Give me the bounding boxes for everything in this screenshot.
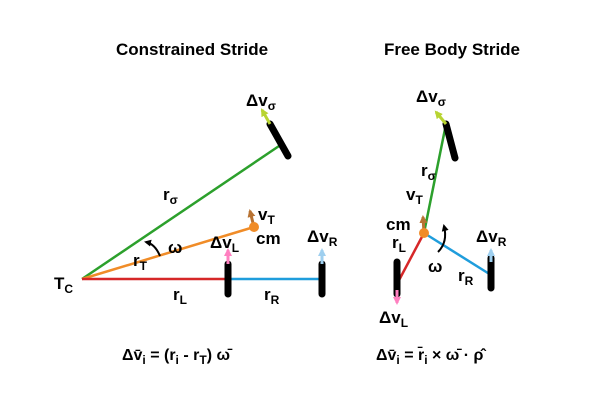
r-sigma-label: rσ	[421, 161, 436, 183]
free-body-stride-title: Free Body Stride	[384, 40, 520, 59]
free-body-equation: Δv̄i = r̄i × ω̄ · ρ̂	[376, 345, 486, 367]
cm-label: cm	[256, 229, 281, 248]
omega-label: ω	[428, 257, 442, 276]
constrained-stride-panel: Constrained Stride TC rσ rT ω rL rR Δvσ …	[54, 40, 338, 367]
constrained-equation: Δv̄i = (ri - rT) ω̄	[122, 347, 233, 367]
r-l-vector	[395, 232, 426, 285]
v-t-label: vT	[258, 205, 275, 227]
dv-r-label: ΔvR	[476, 227, 507, 249]
r-t-vector	[81, 225, 255, 281]
dv-sigma-label: Δvσ	[246, 91, 276, 113]
cm-label: cm	[386, 215, 411, 234]
center-of-mass-dot	[249, 222, 259, 232]
dv-sigma-arrow	[260, 108, 272, 125]
r-sigma-label: rσ	[163, 185, 178, 207]
r-sigma-vector	[81, 142, 283, 281]
dv-r-label: ΔvR	[307, 227, 338, 249]
foot-sigma	[442, 120, 459, 162]
pivot-label: TC	[54, 274, 73, 296]
free-body-stride-panel: Free Body Stride Δvσ rσ vT cm rL ω ΔvR r…	[376, 40, 520, 367]
dv-l-label: ΔvL	[379, 308, 408, 330]
center-of-mass-dot	[419, 228, 429, 238]
foot-sigma	[266, 120, 292, 160]
omega-label: ω	[168, 238, 182, 257]
r-l-label: rL	[173, 285, 187, 307]
dv-sigma-arrow	[434, 110, 448, 125]
dv-l-label: ΔvL	[210, 233, 239, 255]
r-sigma-vector	[422, 123, 448, 234]
omega-arc-icon	[144, 239, 161, 257]
r-r-label: rR	[458, 266, 474, 288]
omega-arc-icon	[437, 224, 449, 253]
constrained-stride-title: Constrained Stride	[116, 40, 268, 59]
r-t-label: rT	[133, 251, 148, 273]
dv-sigma-label: Δvσ	[416, 87, 446, 109]
r-r-label: rR	[264, 285, 280, 307]
r-l-label: rL	[392, 233, 406, 255]
r-r-vector	[423, 231, 492, 277]
v-t-label: vT	[406, 185, 423, 207]
